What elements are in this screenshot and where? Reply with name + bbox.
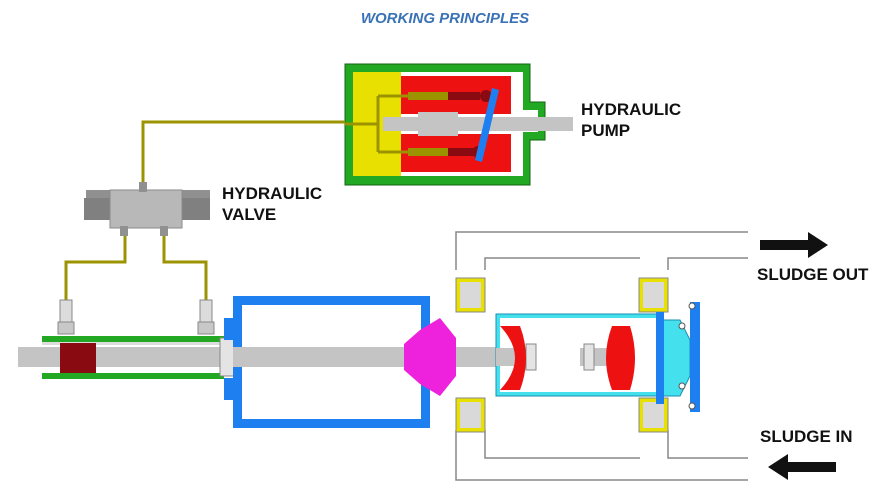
swash-plate <box>475 88 499 162</box>
hydraulic-valve <box>84 182 210 236</box>
piston-head <box>404 318 456 396</box>
sludge-out-label: SLUDGE OUT <box>757 265 869 284</box>
seal-right <box>606 326 635 390</box>
cylinder-piston <box>60 343 96 373</box>
diagram-title: WORKING PRINCIPLES <box>360 10 530 27</box>
hydraulic-lines <box>64 120 345 300</box>
arrow-right-icon <box>760 232 828 258</box>
seal-left <box>500 326 526 390</box>
hydraulic-pump <box>344 63 573 186</box>
pump-shaft <box>383 117 573 131</box>
material-section <box>455 231 748 481</box>
sludge-in-label: SLUDGE IN <box>760 427 853 446</box>
valve-label: HYDRAULIC VALVE <box>222 184 323 224</box>
arrow-left-icon <box>768 454 836 480</box>
pump-label: HYDRAULIC PUMP <box>581 100 682 140</box>
water-tank <box>224 296 430 428</box>
